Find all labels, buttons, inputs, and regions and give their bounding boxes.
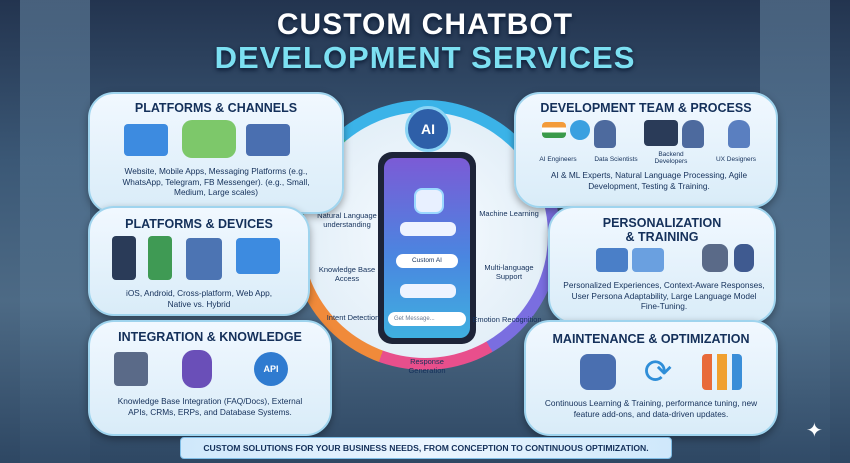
message-input-placeholder: Get Message...: [394, 316, 435, 322]
panel-text: Continuous Learning & Training, performa…: [544, 398, 758, 419]
panel-integration: INTEGRATION & KNOWLEDGE API Knowledge Ba…: [88, 320, 332, 436]
page-title-line2: DEVELOPMENT SERVICES: [214, 40, 636, 75]
phone-screen: [384, 158, 470, 338]
database-icon: [734, 244, 754, 272]
api-label: API: [263, 364, 279, 374]
apple-phone-icon: [112, 236, 136, 280]
laptop-icon: [246, 124, 290, 156]
panel-title: MAINTENANCE & OPTIMIZATION: [552, 332, 750, 346]
chat-apps-icon: [182, 120, 236, 158]
chat-chip: Custom AI: [396, 254, 458, 268]
feature-label: Emotion Recognition: [472, 315, 542, 324]
ai-badge: AI: [405, 106, 451, 152]
globe-icon: [570, 120, 590, 140]
feature-label: Natural Language understanding: [317, 211, 377, 229]
robot-icon: [414, 188, 444, 214]
panel-text: Personalized Experiences, Context-Aware …: [563, 280, 765, 311]
role-label: AI Engineers: [539, 156, 577, 163]
role-label: Backend Developers: [654, 151, 688, 165]
panel-title: PERSONALIZATION: [602, 216, 722, 230]
chat-bubble: [400, 284, 456, 298]
flag-icon: [542, 122, 566, 138]
background-window: [20, 0, 90, 463]
ai-badge-label: AI: [421, 121, 435, 137]
database-icon: [182, 350, 212, 388]
page-title-line1: CUSTOM CHATBOT: [276, 8, 574, 41]
panel-text: AI & ML Experts, Natural Language Proces…: [550, 170, 748, 191]
api-icon: API: [254, 352, 288, 386]
person-icon: [594, 120, 616, 148]
panel-text: iOS, Android, Cross-platform, Web App, N…: [125, 288, 273, 309]
server-icon: [114, 352, 148, 386]
profile-card-icon: [632, 248, 664, 272]
footer-banner: CUSTOM SOLUTIONS FOR YOUR BUSINESS NEEDS…: [180, 437, 672, 459]
refresh-icon: ⟳: [643, 353, 673, 391]
panel-platforms-devices: PLATFORMS & DEVICES iOS, Android, Cross-…: [88, 206, 310, 316]
gear-icon: [580, 354, 616, 390]
bar-chart-icon: [702, 354, 742, 390]
panel-title: INTEGRATION & KNOWLEDGE: [118, 330, 302, 344]
android-phone-icon: [148, 236, 172, 280]
panel-maintenance: MAINTENANCE & OPTIMIZATION ⟳ Continuous …: [524, 320, 778, 436]
panel-title: PLATFORMS & DEVICES: [125, 217, 273, 231]
panel-text: Knowledge Base Integration (FAQ/Docs), E…: [117, 396, 303, 417]
feature-label: Knowledge Base Access: [318, 265, 376, 283]
role-label: Data Scientists: [594, 156, 638, 163]
panel-platforms-channels: PLATFORMS & CHANNELS Website, Mobile App…: [88, 92, 344, 214]
panel-title: PLATFORMS & CHANNELS: [134, 101, 298, 115]
monitor-icon: [236, 238, 280, 274]
person-icon: [728, 120, 750, 148]
tablet-icon: [186, 238, 222, 280]
panel-title: DEVELOPMENT TEAM & PROCESS: [540, 101, 752, 115]
profile-card-icon: [596, 248, 628, 272]
feature-label: Intent Detection: [326, 313, 380, 322]
robot-icon: [702, 244, 728, 272]
feature-label: Multi-language Support: [484, 263, 534, 281]
feature-label: Machine Learning: [479, 209, 539, 218]
panel-title: & TRAINING: [625, 230, 699, 244]
browser-icon: [124, 124, 168, 156]
chat-bubble: [400, 222, 456, 236]
panel-personalization: PERSONALIZATION & TRAINING Personalized …: [548, 206, 776, 324]
sparkle-icon: ✦: [806, 420, 823, 442]
feature-label: Response Generation: [408, 357, 446, 375]
message-input[interactable]: Get Message...: [388, 312, 466, 326]
panel-text: Website, Mobile Apps, Messaging Platform…: [122, 166, 310, 197]
chat-chip-label: Custom AI: [412, 257, 442, 264]
code-screen-icon: [644, 120, 678, 146]
role-label: UX Designers: [715, 156, 757, 163]
panel-dev-team: DEVELOPMENT TEAM & PROCESS AI Engineers …: [514, 92, 778, 208]
person-icon: [682, 120, 704, 148]
